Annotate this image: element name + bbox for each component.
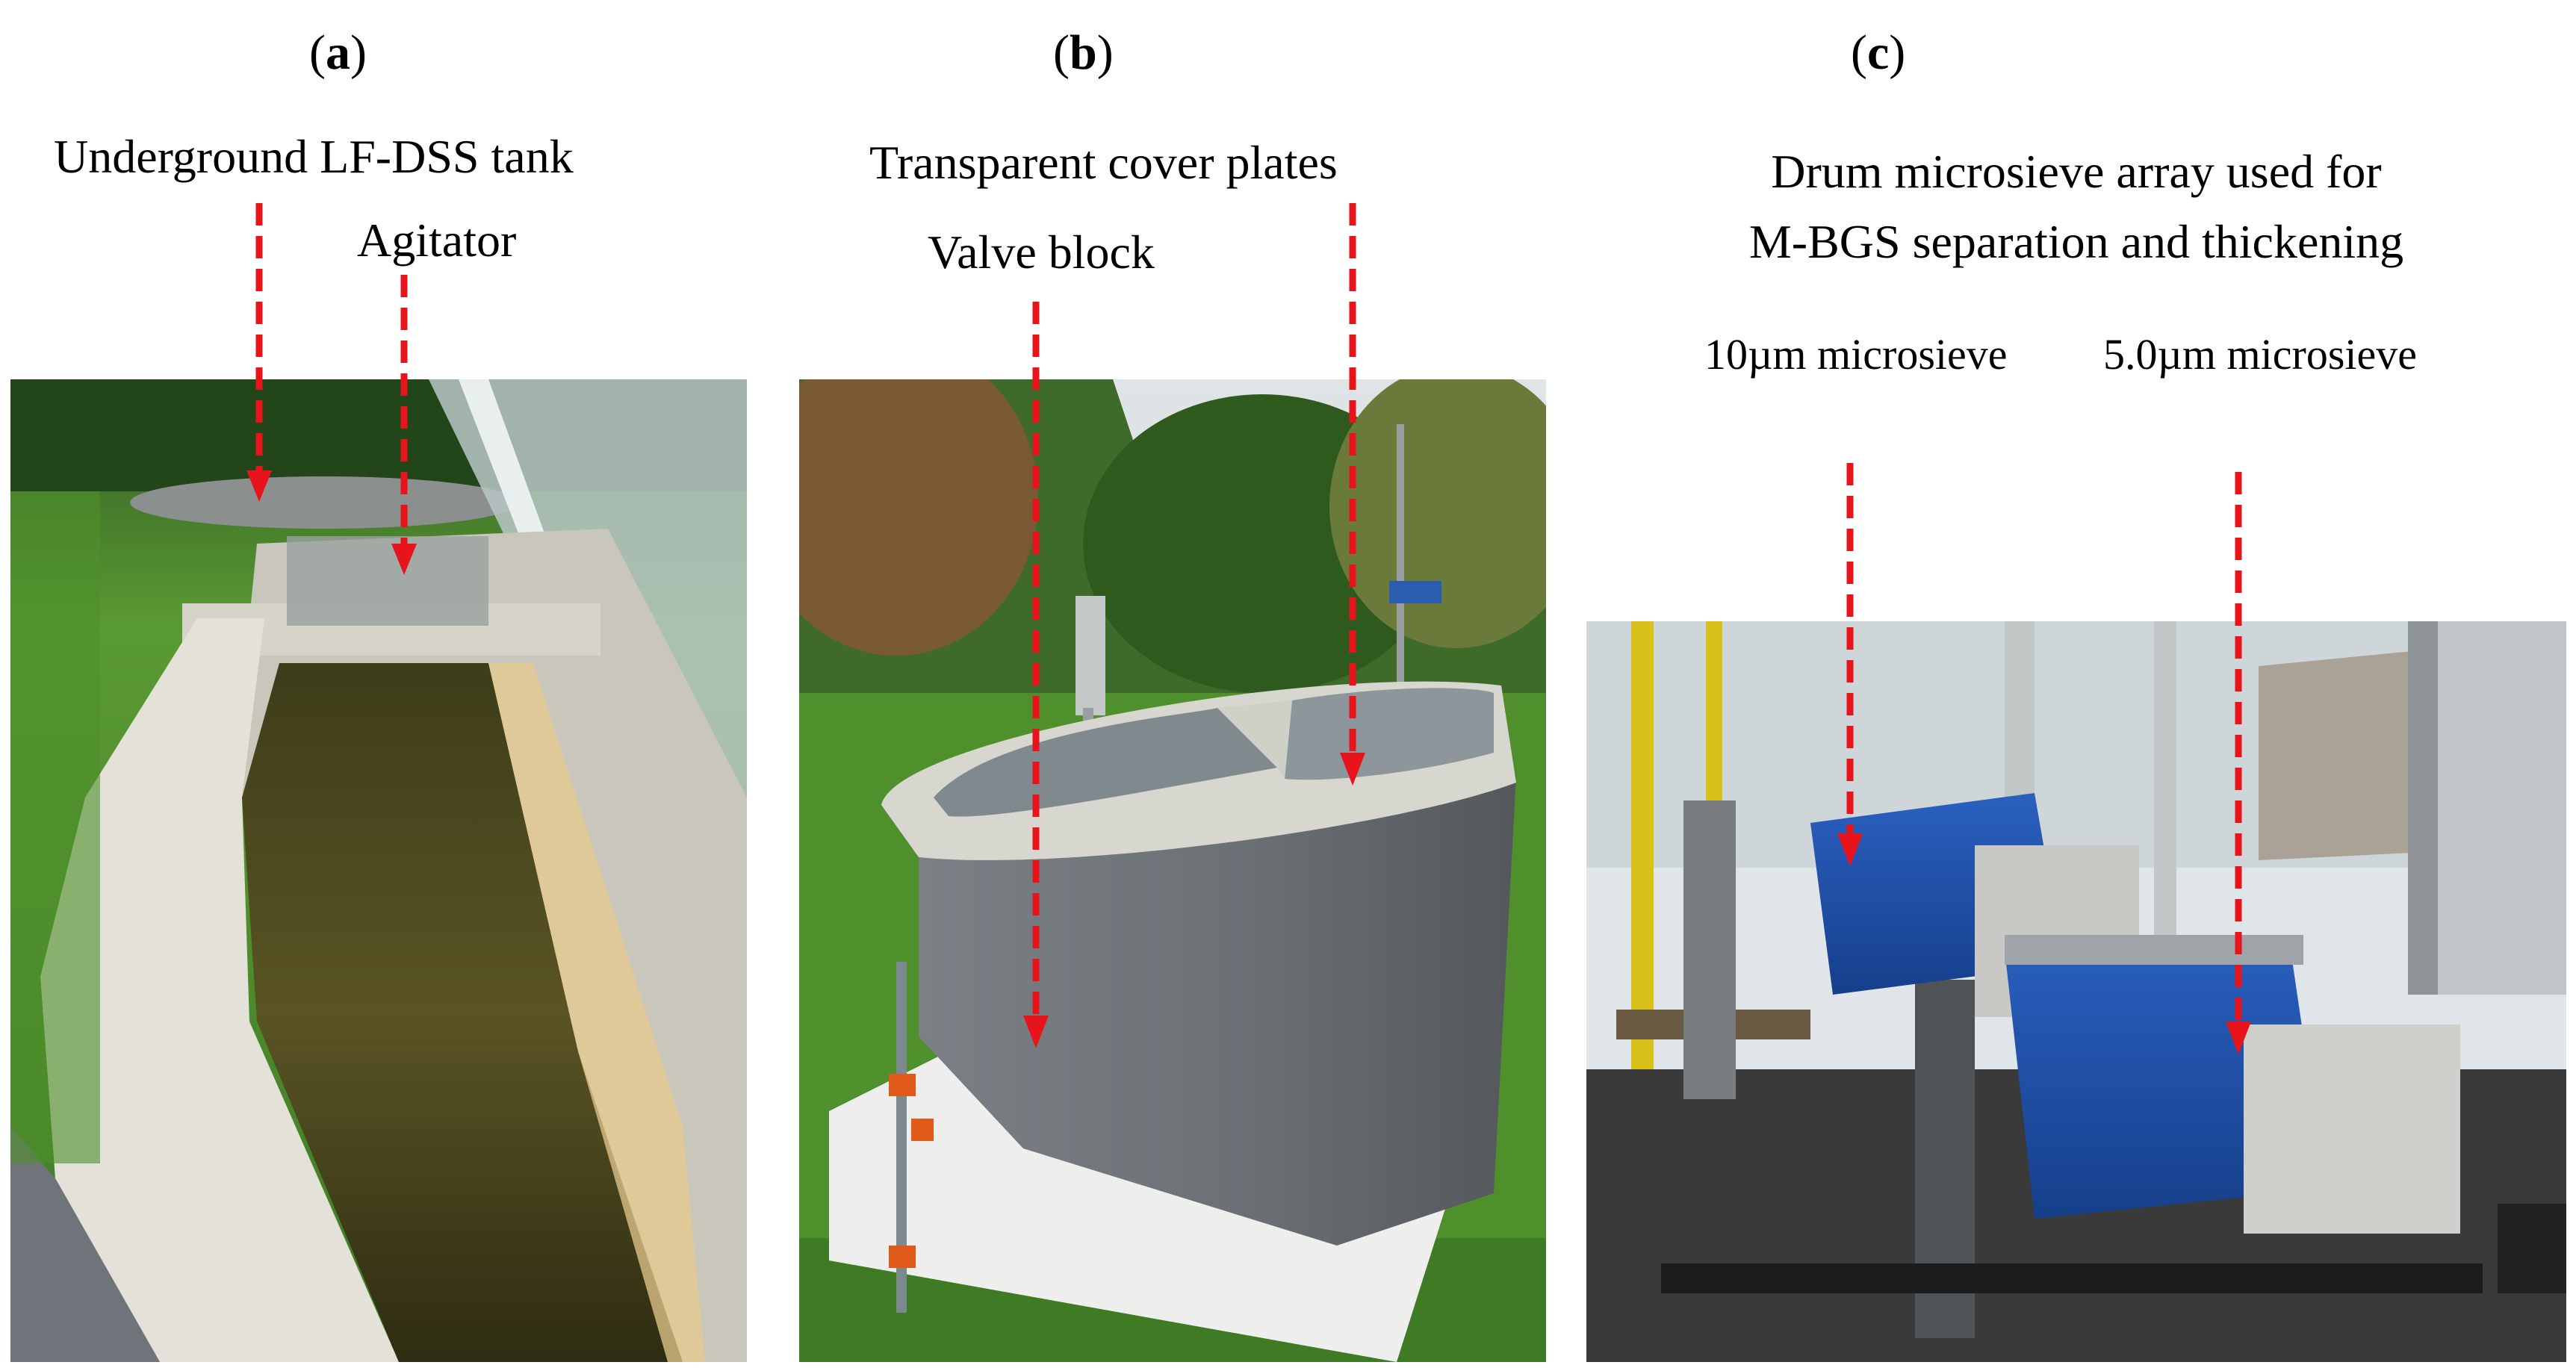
label-underground-tank: Underground LF-DSS tank <box>54 130 574 183</box>
arrow-5um-microsieve <box>2226 472 2251 1054</box>
panel-a-letter: (a) <box>309 25 367 80</box>
arrow-transparent-cover-plates <box>1340 203 1365 786</box>
panel-c-letter: (c) <box>1851 25 1906 80</box>
label-drum-microsieve-line1: Drum microsieve array used for <box>1771 145 2382 198</box>
label-10um-microsieve: 10µm microsieve <box>1704 330 2008 379</box>
arrow-underground-tank <box>246 203 272 502</box>
arrow-agitator <box>391 275 417 575</box>
photo-tank-with-covers <box>799 379 1546 1362</box>
photo-drum-microsieve-array <box>1586 621 2566 1362</box>
panel-b-letter: (b) <box>1053 25 1114 80</box>
label-valve-block: Valve block <box>928 226 1155 279</box>
label-transparent-cover-plates: Transparent cover plates <box>869 136 1338 189</box>
arrow-valve-block <box>1023 302 1049 1048</box>
label-drum-microsieve-line2: M-BGS separation and thickening <box>1748 215 2404 268</box>
photo-underground-tank <box>10 379 747 1362</box>
label-agitator: Agitator <box>357 214 517 267</box>
arrow-10um-microsieve <box>1837 463 1863 866</box>
label-5um-microsieve: 5.0µm microsieve <box>2103 330 2417 379</box>
